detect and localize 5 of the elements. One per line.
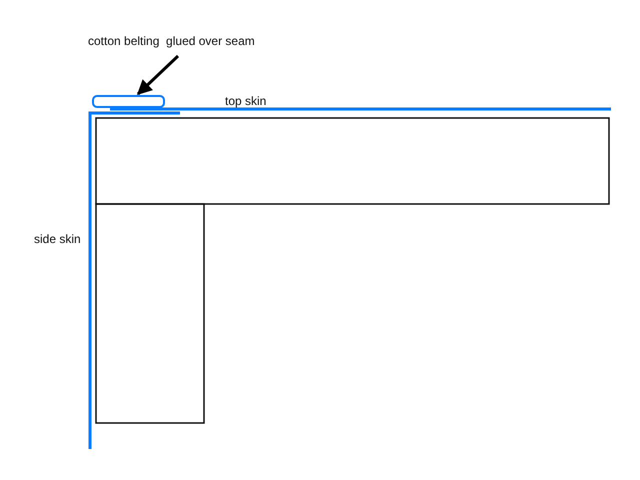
arrow [136, 54, 180, 96]
part-label: top skin [225, 94, 266, 108]
belting-strip [92, 95, 165, 108]
part-label: side skin [34, 232, 81, 246]
callout-text: cotton belting glued over seam [88, 34, 255, 48]
